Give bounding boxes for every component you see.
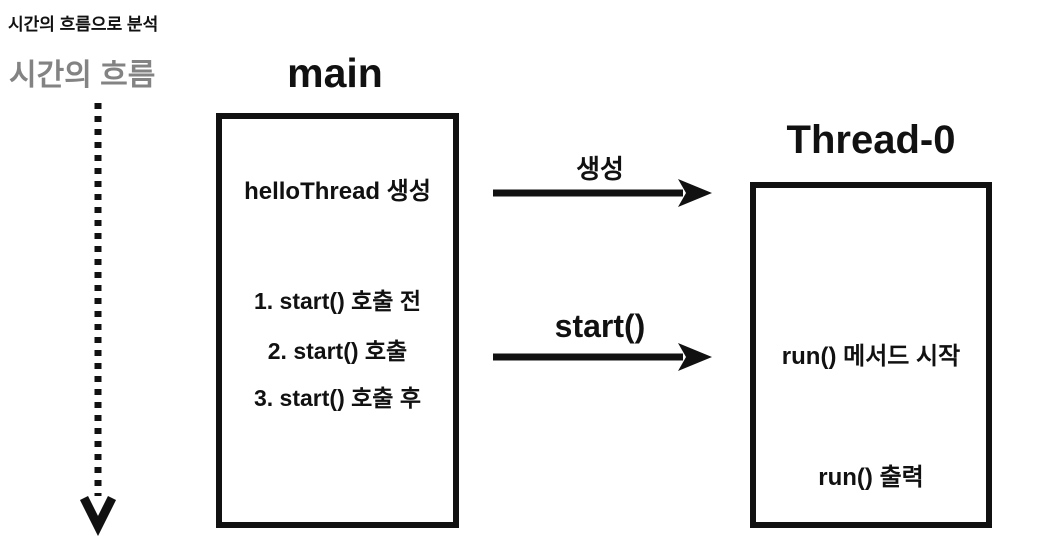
main-lifeline-box: helloThread 생성 1. start() 호출 전 2. start(…	[216, 113, 459, 528]
event-before-start-call: 1. start() 호출 전	[253, 288, 421, 314]
create-arrow-icon	[493, 179, 712, 207]
create-message-label: 생성	[576, 154, 624, 184]
event-run-output: run() 출력	[818, 464, 924, 491]
thread0-lifeline-title: Thread-0	[786, 118, 956, 162]
event-hellothread-create: helloThread 생성	[244, 178, 431, 205]
event-start-call: 2. start() 호출	[267, 338, 408, 364]
time-flow-down-arrow-icon	[79, 103, 117, 536]
thread0-lifeline-box: run() 메서드 시작 run() 출력	[750, 182, 992, 528]
event-after-start-call: 3. start() 호출 후	[253, 385, 421, 411]
time-flow-label: 시간의 흐름	[9, 59, 156, 92]
main-lifeline-title: main	[287, 50, 383, 96]
start-arrow-icon	[493, 343, 712, 371]
start-message-label: start()	[554, 308, 646, 344]
diagram-annotation: 시간의 흐름으로 분석	[8, 15, 159, 34]
event-run-method-start: run() 메서드 시작	[781, 343, 961, 370]
